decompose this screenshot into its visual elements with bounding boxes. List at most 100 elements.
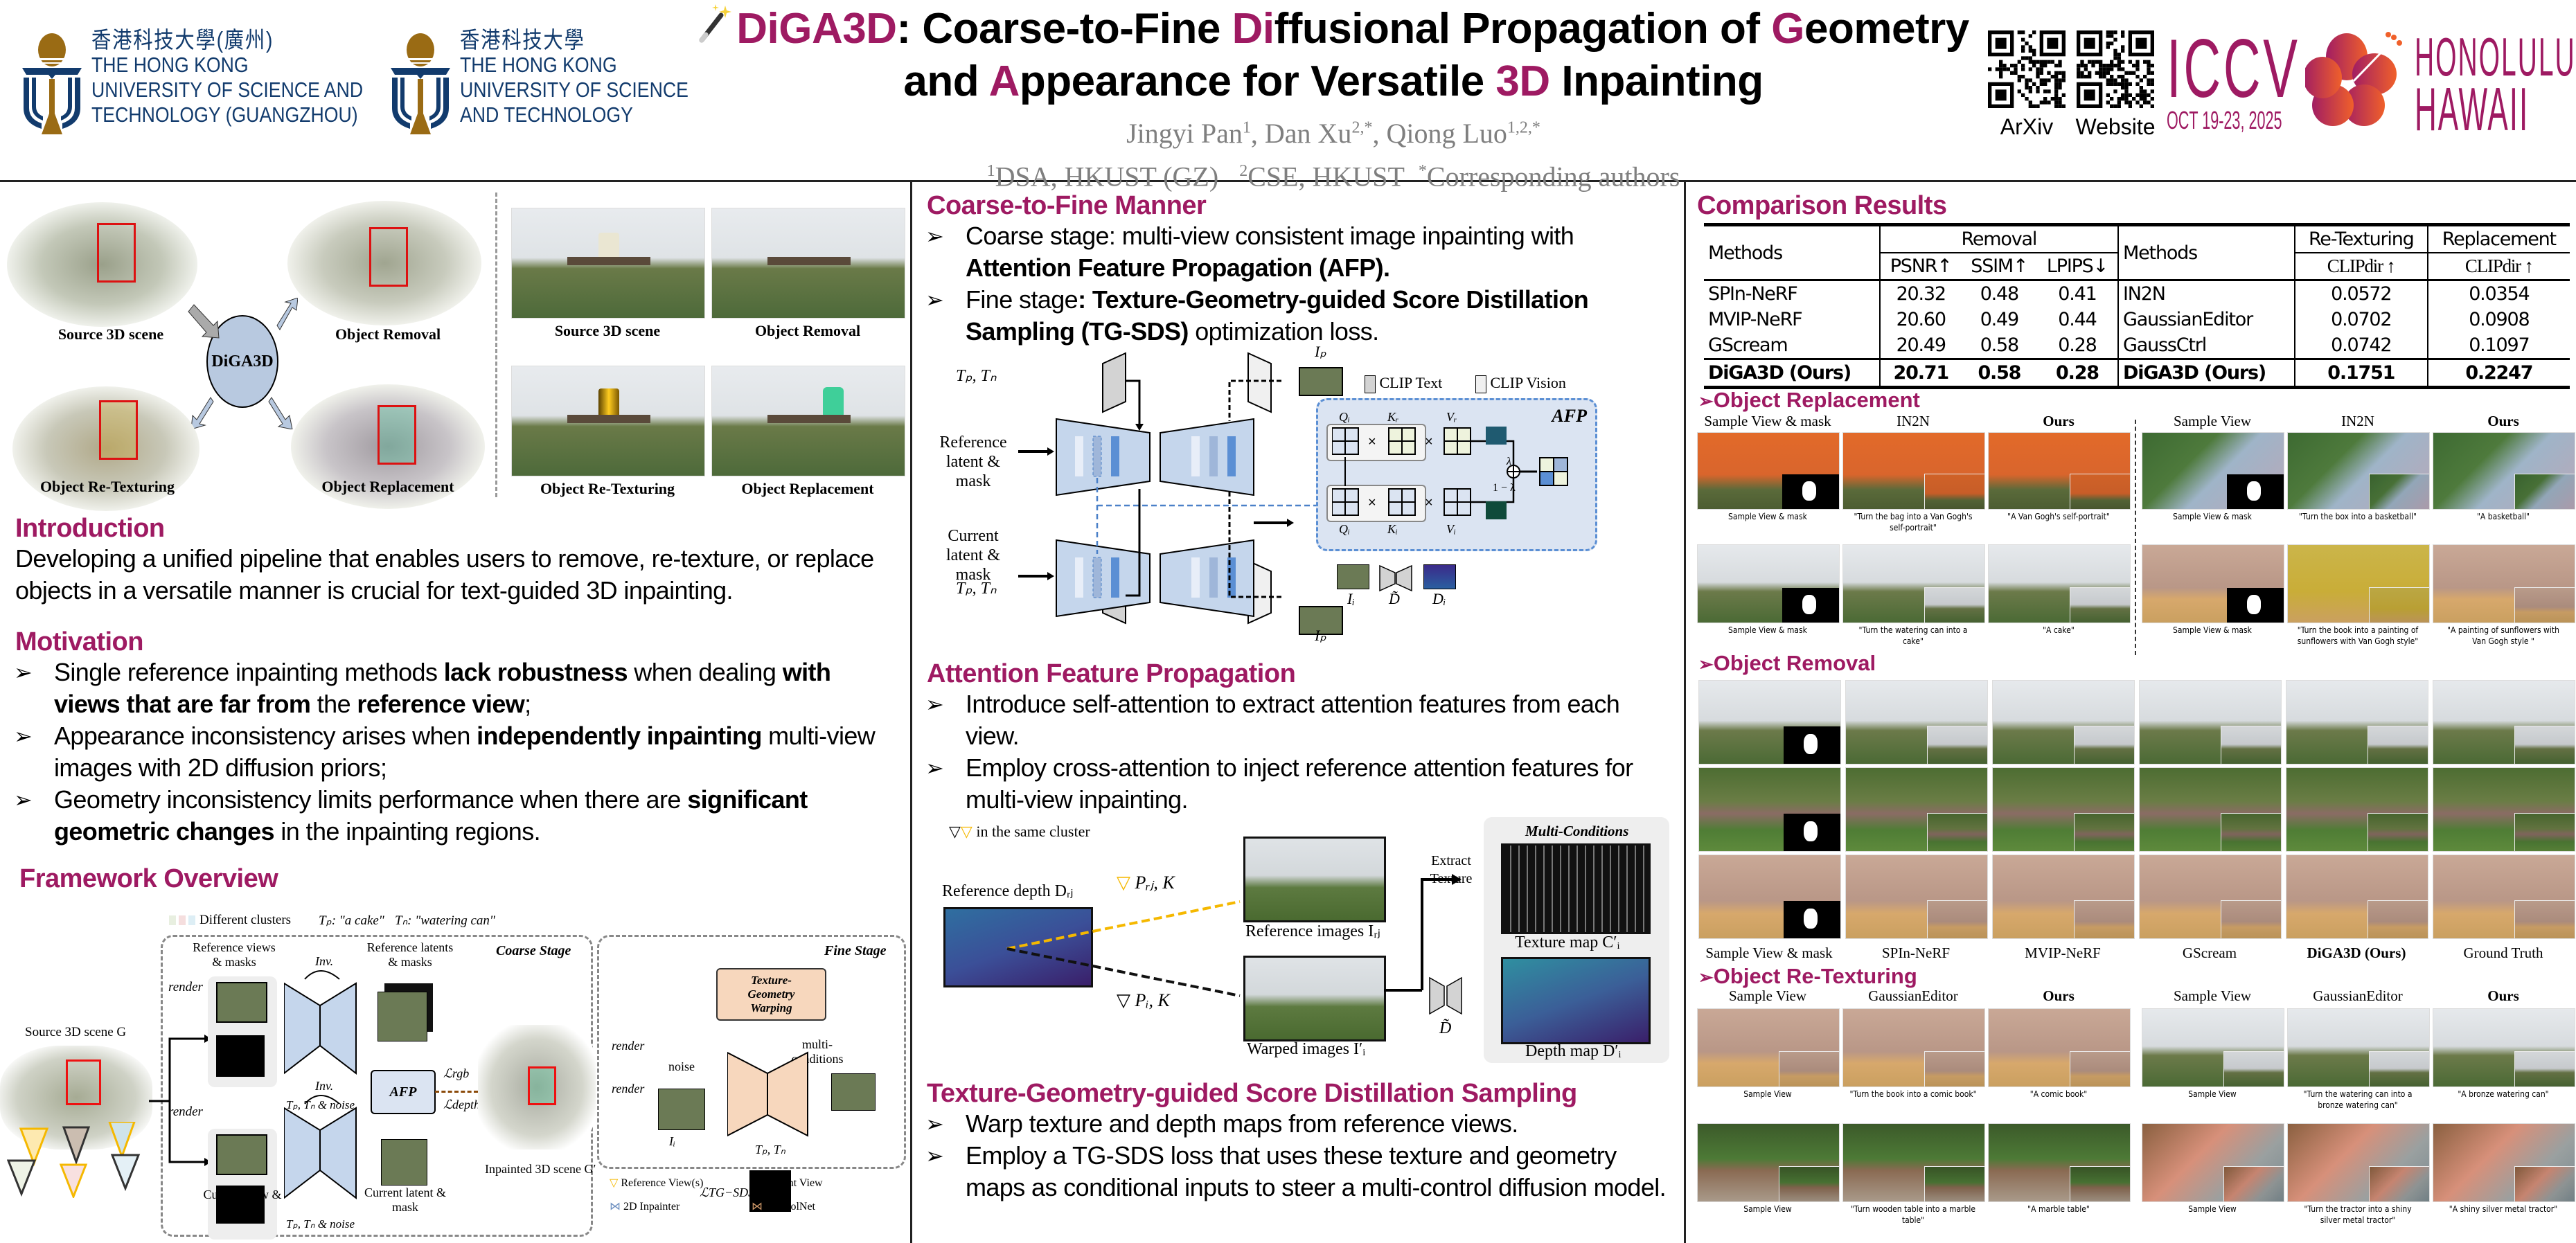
column-header: Ours bbox=[2487, 987, 2519, 1004]
coarse-to-fine-list: Coarse stage: multi-view consistent imag… bbox=[920, 220, 1675, 348]
image-caption: Sample View bbox=[1743, 1204, 1792, 1214]
teaser-caption: Object Replacement bbox=[321, 478, 454, 495]
website-qr-code[interactable] bbox=[2077, 30, 2154, 108]
table-cell-retex: 0.0572 bbox=[2293, 279, 2428, 307]
one-minus-lambda-label: 1 − λ bbox=[1493, 482, 1516, 494]
title-text: eometry bbox=[1804, 5, 1969, 53]
warp-arrows bbox=[1006, 900, 1241, 997]
bold-text: : Texture-Geometry-guided Score Distilla… bbox=[966, 285, 1589, 346]
afp-architecture-diagram: Tₚ, Tₙ Tₚ, Tₙ Reference latent & mask Cu… bbox=[921, 332, 1683, 644]
l-rgb-label: ℒrgb bbox=[443, 1066, 470, 1080]
object-mask-inset bbox=[1782, 474, 1839, 509]
comparison-image bbox=[2142, 432, 2284, 510]
image-caption: "Turn the book into a comic book" bbox=[1849, 1089, 1977, 1099]
comparison-image bbox=[1842, 544, 1985, 623]
legend-tp: Tₚ: "a cake" bbox=[319, 913, 384, 928]
column-header: IN2N bbox=[2341, 413, 2374, 429]
table-header-retexturing: Re-Texturing bbox=[2293, 223, 2428, 253]
hibiscus-flower-icon bbox=[2305, 32, 2402, 126]
teaser-arrows bbox=[188, 298, 298, 429]
teaser-figure: Source 3D scene Object Removal DiGA3D Ob… bbox=[0, 187, 910, 511]
table-cell-retex: 0.0742 bbox=[2293, 332, 2428, 359]
depth-map-label: Depth map D′ᵢ bbox=[1525, 1042, 1622, 1060]
comparison-image bbox=[2286, 767, 2428, 852]
title-text: ffusional Propagation of bbox=[1274, 5, 1772, 53]
ii-label: Iᵢ bbox=[1347, 590, 1355, 607]
image-caption: Sample View bbox=[1743, 1089, 1792, 1099]
arxiv-qr-code[interactable] bbox=[1988, 30, 2066, 108]
qr-code-icon bbox=[2077, 30, 2154, 108]
text: the bbox=[310, 690, 357, 718]
prj-k-label: ▽ Pᵣⱼ, K bbox=[1117, 873, 1175, 893]
object-mask-inset bbox=[1782, 588, 1839, 623]
cluster-color-swatch bbox=[188, 915, 195, 925]
image-caption: "Turn wooden table into a marble table" bbox=[1850, 1204, 1976, 1225]
novel-view-inset bbox=[2221, 726, 2281, 764]
novel-view-inset bbox=[1927, 900, 1987, 938]
table-cell-m1: DiGA3D (Ours) bbox=[1704, 358, 1880, 389]
d-tilde-label: D̃ bbox=[1389, 590, 1400, 607]
title-line-1: DiGA3D: Coarse-to-Fine Diffusional Propa… bbox=[693, 3, 1974, 55]
image-caption: "Turn the watering can into a bronze wat… bbox=[2303, 1089, 2413, 1110]
vr-label: Vᵣ bbox=[1446, 410, 1457, 424]
novel-view-inset bbox=[2369, 587, 2429, 623]
column-caption: MVIP-NeRF bbox=[2025, 945, 2101, 961]
arxiv-qr-label: ArXiv bbox=[2000, 114, 2054, 139]
table-cell-ssim: 0.49 bbox=[1980, 309, 2020, 330]
coarse-stage-label: Coarse Stage bbox=[496, 943, 571, 958]
comparison-image bbox=[2139, 680, 2282, 764]
svg-text:×: × bbox=[1368, 434, 1376, 449]
reference-camera-icon: ▽ bbox=[960, 823, 972, 840]
l-tgsds-label: ℒTG−SDS bbox=[700, 1186, 755, 1199]
teaser-caption: Object Removal bbox=[335, 325, 441, 343]
object-mask-inset bbox=[2227, 474, 2284, 509]
novel-view-inset bbox=[2368, 900, 2428, 938]
image-caption: "Turn the book into a painting of sunflo… bbox=[2297, 625, 2419, 646]
depth-estimator-icon bbox=[1429, 976, 1462, 1015]
novel-view-inset bbox=[2514, 587, 2575, 623]
novel-view-inset bbox=[2223, 1051, 2284, 1086]
novel-view-inset bbox=[2514, 813, 2575, 851]
table-header-removal: Removal bbox=[1878, 223, 2119, 253]
bench bbox=[567, 415, 650, 423]
afp-box: AFP bbox=[371, 1070, 436, 1114]
current-camera-icon: ▽ bbox=[1117, 990, 1130, 1010]
bullet-item: Geometry inconsistency limits performanc… bbox=[8, 784, 902, 848]
table-header-lpips: LPIPS↓ bbox=[2046, 256, 2108, 277]
qi-label: Qᵢ bbox=[1339, 522, 1350, 536]
bounding-box bbox=[66, 1059, 101, 1105]
table-cell-retex: 0.1751 bbox=[2293, 358, 2428, 389]
cake bbox=[823, 387, 844, 418]
novel-view-inset bbox=[2368, 813, 2428, 851]
bold-text: independently inpainting bbox=[477, 722, 762, 750]
image-caption: Sample View & mask bbox=[2173, 512, 2252, 521]
depth-map-image bbox=[1501, 957, 1651, 1044]
image-caption: "A basketball" bbox=[2476, 512, 2530, 521]
novel-view-inset bbox=[2369, 1051, 2429, 1086]
render-label: render bbox=[168, 980, 203, 994]
image-caption: "A shiny silver metal tractor" bbox=[2449, 1204, 2558, 1214]
comparison-image bbox=[1698, 767, 1841, 852]
novel-view-inset bbox=[2514, 1166, 2575, 1201]
author-list: Jingyi Pan1, Dan Xu2,*, Qiong Luo1,2,* bbox=[1126, 118, 1540, 150]
text: Fine stage bbox=[966, 285, 1078, 314]
object-mask-inset bbox=[1784, 726, 1840, 764]
table-header-methods: Methods bbox=[1704, 223, 1880, 280]
inpainted-scene-pointcloud bbox=[478, 1025, 596, 1150]
afp-heading: Attention Feature Propagation bbox=[927, 659, 1296, 688]
inpainted-scene-label: Inpainted 3D scene G′ bbox=[485, 1162, 596, 1176]
table-cell-psnr: 20.32 bbox=[1878, 279, 1962, 307]
comparison-image bbox=[2433, 1008, 2575, 1087]
bullet-item: Appearance inconsistency arises when ind… bbox=[8, 720, 902, 784]
render-arrows bbox=[149, 1035, 211, 1166]
comparison-image bbox=[2142, 1008, 2284, 1087]
depth-estimator-icon bbox=[1379, 564, 1412, 592]
comparison-image bbox=[2139, 767, 2282, 852]
comparison-image bbox=[2286, 680, 2428, 764]
ip-thumbnail bbox=[1299, 367, 1343, 396]
comparison-image bbox=[1992, 767, 2135, 852]
bullet-item: Introduce self-attention to extract atte… bbox=[920, 688, 1675, 752]
image-caption: "A marble table" bbox=[2027, 1204, 2090, 1214]
ip-label: Iₚ bbox=[1315, 343, 1326, 360]
